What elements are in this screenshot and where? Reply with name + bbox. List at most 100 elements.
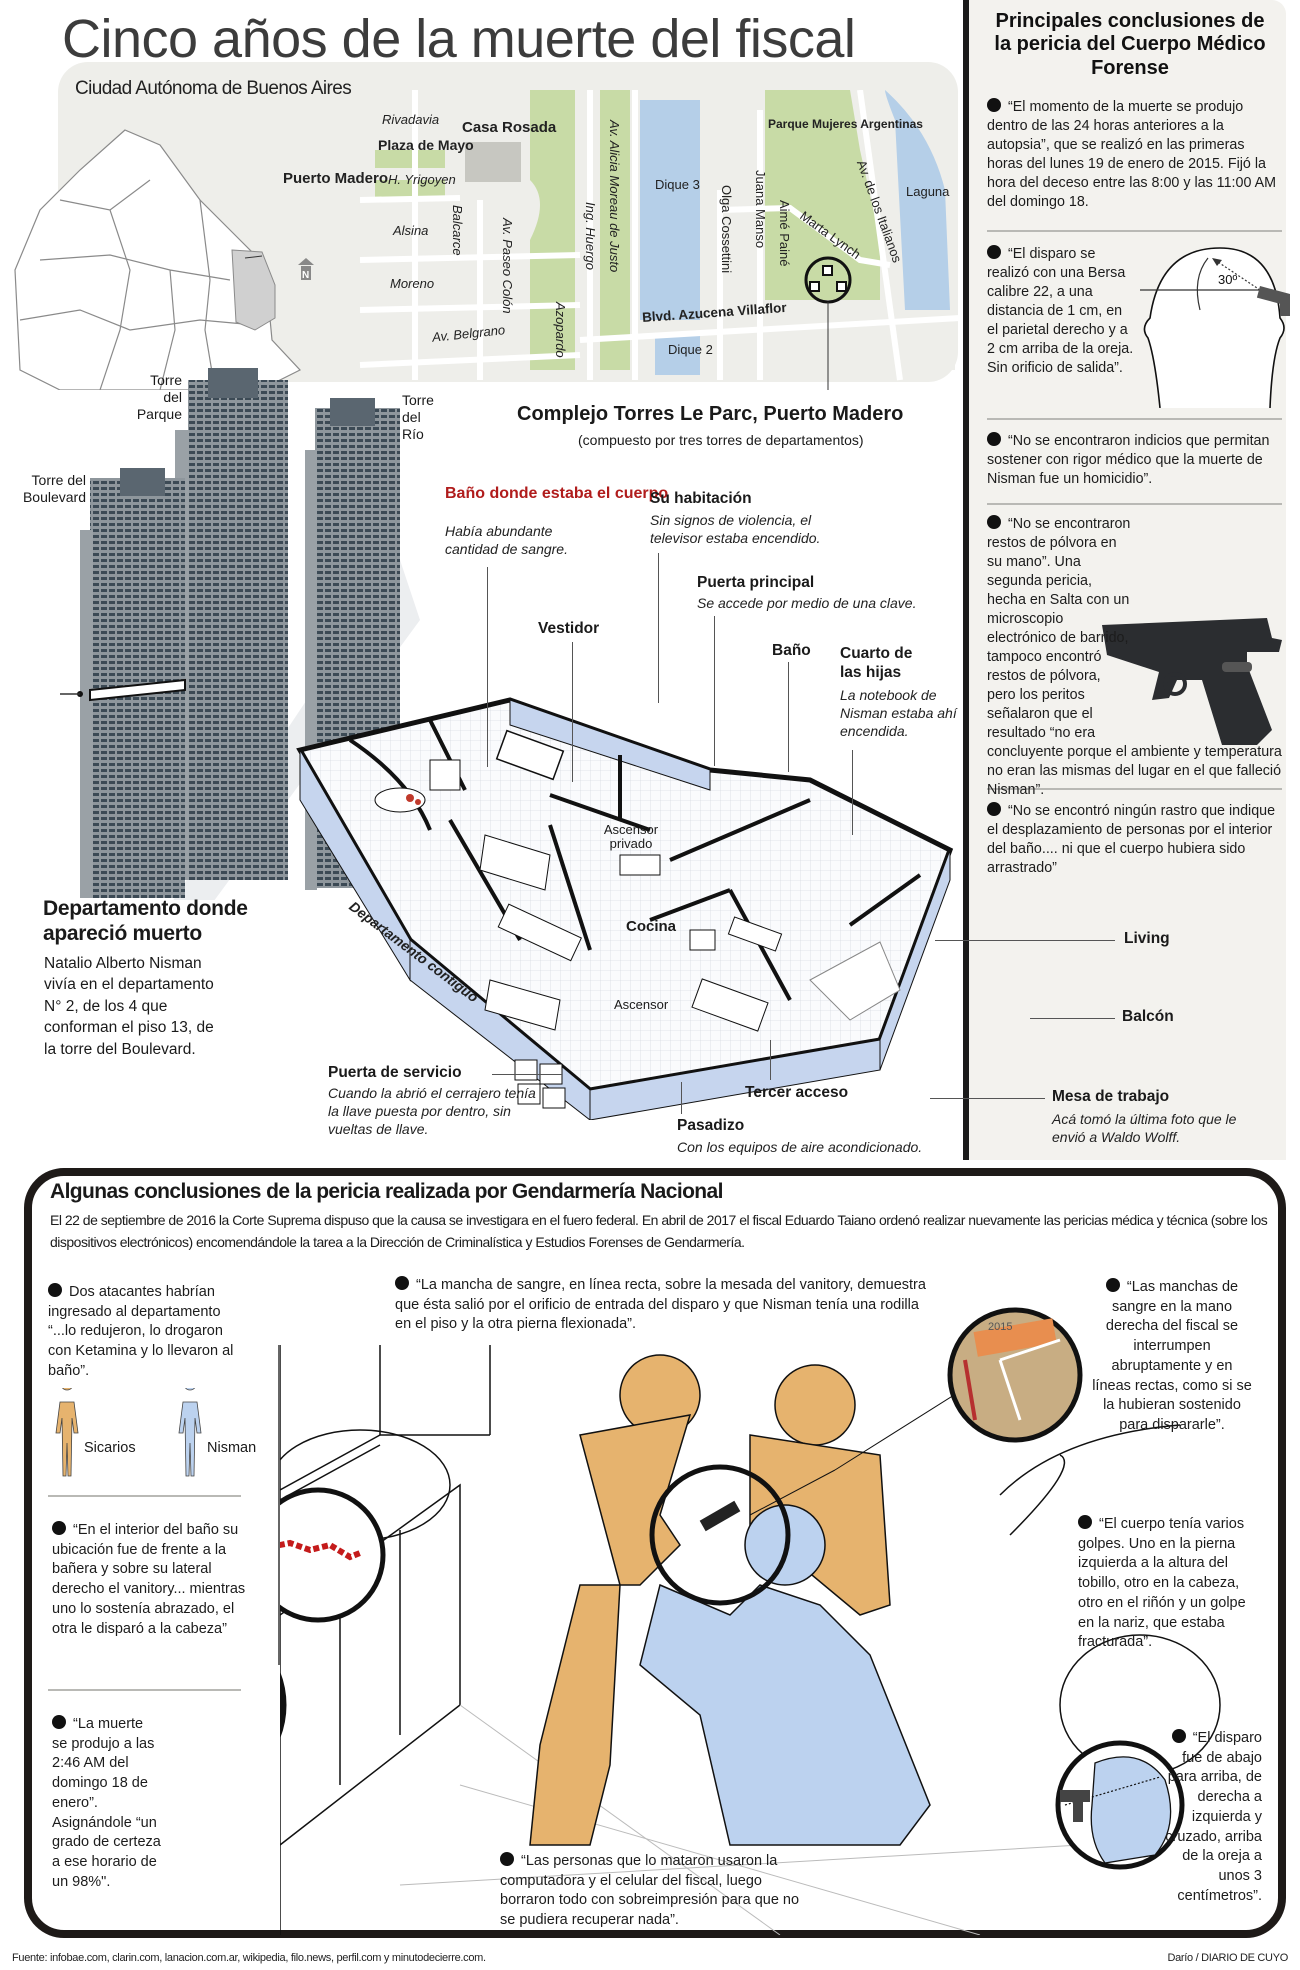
label-bano-cuerpo-title: Baño donde estaba el cuerpo (445, 485, 669, 502)
label-tercer-acceso: Tercer acceso (745, 1084, 849, 1101)
forense-item: “No se encontraron indicios que permitan… (987, 432, 1270, 487)
street-map (355, 90, 960, 390)
label-pasadizo-title: Pasadizo (677, 1117, 745, 1134)
forense-item: “El disparo se realizó con una Bersa cal… (987, 245, 1134, 376)
room-label-ascensor-privado: Ascensor privado (603, 822, 659, 852)
bullet-icon (987, 515, 1001, 529)
map-label-puerto-madero: Puerto Madero (283, 170, 389, 187)
map-label-paseo-colon: Av. Paseo Colón (500, 218, 515, 314)
pistol-icon (1256, 286, 1290, 316)
label-cuarto-hijas-title: Cuarto de las hijas (840, 645, 913, 681)
bullet-icon (1078, 1515, 1092, 1529)
label-cuarto-hijas-desc: La notebook de Nisman estaba ahí encendi… (840, 687, 957, 740)
clock-icon: 121234567891011 (280, 1671, 287, 1739)
map-label-laguna: Laguna (906, 184, 950, 199)
forense-item: “No se encontraron restos de pólvora en … (987, 515, 1282, 798)
leader-line (788, 662, 789, 772)
gendarmeria-item-manchas-mano: “Las manchas de sangre en la mano derech… (1092, 1278, 1252, 1434)
gun-hand-focus-circle (649, 1464, 791, 1606)
map-label-ing-huergo: Ing. Huergo (583, 202, 598, 270)
head-shot-diagram: 30º (1140, 247, 1290, 408)
column-divider (278, 1345, 280, 1665)
gendarmeria-item-hora: “La muerte se produjo a las 2:46 AM del … (52, 1715, 161, 1890)
map-label-aime-paine: Aimé Painé (777, 200, 792, 267)
puerto-madero-area (231, 249, 276, 331)
bullet-icon (500, 1852, 514, 1866)
legend-nisman-label: Nisman (207, 1440, 257, 1456)
label-puerta-servicio-desc: Cuando la abrió el cerrajero tenía la ll… (328, 1085, 536, 1138)
footer-sources: Fuente: infobae.com, clarin.com, lanacio… (12, 1952, 486, 1964)
label-habitacion-desc: Sin signos de violencia, el televisor es… (650, 512, 821, 547)
separator (48, 1689, 241, 1691)
label-puerta-principal-title: Puerta principal (697, 574, 815, 591)
leader-line (658, 553, 659, 703)
tower-label-boulevard: Torre del Boulevard (22, 472, 86, 505)
bullet-icon (1105, 1278, 1120, 1292)
forense-panel (969, 0, 1286, 1160)
photo-year-label: 2015 (988, 1321, 1012, 1333)
bersa-pistol-icon (1102, 618, 1282, 745)
label-living: Living (1124, 930, 1170, 947)
separator (987, 503, 1282, 505)
bullet-icon (987, 245, 1001, 259)
gendarmeria-item-computadora: “Las personas que lo mataron usaron la c… (500, 1852, 800, 1929)
bullet-icon (987, 802, 1001, 816)
leader-line (487, 567, 488, 767)
floor-plan-illustration (296, 697, 954, 1120)
bullet-icon (1171, 1729, 1186, 1743)
label-puerta-principal-desc: Se accede por medio de una clave. (697, 595, 917, 611)
leader-line (930, 1098, 1045, 1099)
sicario-figure-1 (529, 1354, 701, 1846)
map-label-plaza-de-mayo: Plaza de Mayo (378, 137, 474, 153)
label-pasadizo-desc: Con los equipos de aire acondicionado. (677, 1139, 923, 1155)
complex-marker-icon (804, 256, 852, 390)
map-label-rivadavia: Rivadavia (382, 112, 440, 127)
gendarmeria-item-disparo: “El disparo fue de abajo para arriba, de… (1165, 1729, 1262, 1904)
separator (987, 788, 1282, 790)
tower-label-parque: Torre del Parque (136, 372, 182, 422)
complex-subtitle: (compuesto por tres torres de departamen… (578, 432, 864, 448)
leader-line (681, 1082, 682, 1114)
map-label-dique-2: Dique 2 (668, 342, 713, 357)
label-puerta-servicio-title: Puerta de servicio (328, 1064, 462, 1081)
label-habitacion-title: Su habitación (650, 490, 752, 507)
complex-title: Complejo Torres Le Parc, Puerto Madero (517, 403, 904, 425)
bathroom-scene-illustration: 2015 121234567891011 (280, 1307, 1221, 1935)
leader-line (935, 940, 1115, 941)
gendarmeria-item-ubicacion: “En el interior del baño su ubicación fu… (52, 1521, 246, 1637)
gendarmeria-item-mancha: “La mancha de sangre, en línea recta, so… (395, 1276, 926, 1333)
map-graphic: N (14, 90, 960, 390)
north-arrow-icon: N (298, 258, 314, 281)
gendarmeria-item-golpes: “El cuerpo tenía varios golpes. Uno en l… (1078, 1515, 1246, 1651)
apartment-title: Departamento donde apareció muerto (43, 897, 248, 946)
room-label-ascensor: Ascensor (614, 997, 669, 1012)
footer-credit: Darío / DIARIO DE CUYO (1167, 1952, 1288, 1964)
pistol-icon (1060, 1790, 1090, 1822)
separator (987, 418, 1282, 420)
map-label-juana-manso: Juana Manso (753, 170, 768, 249)
tower-boulevard (80, 468, 186, 898)
apartment-description: Natalio Alberto Nisman vivía en el depar… (44, 955, 214, 1058)
sicario-legend-icon (55, 1388, 79, 1477)
map-label-olga-cossettini: Olga Cossettini (719, 185, 734, 274)
legend-sicarios-label: Sicarios (84, 1440, 136, 1456)
gendarmeria-intro: El 22 de septiembre de 2016 la Corte Sup… (50, 1212, 1268, 1250)
leader-line (492, 1074, 562, 1075)
forense-title: Principales conclusiones de la pericia d… (994, 10, 1266, 79)
map-label-parque-mujeres: Parque Mujeres Argentinas (768, 117, 923, 131)
bullet-icon (52, 1521, 66, 1535)
nisman-legend-icon (178, 1388, 202, 1477)
gendarmeria-item-atacantes: Dos atacantes habrían ingresado al depar… (48, 1283, 234, 1379)
separator (48, 1495, 241, 1497)
map-label-alicia-moreau: Av. Alicia Moreau de Justo (607, 120, 622, 273)
map-label-dique-3: Dique 3 (655, 177, 700, 192)
map-label-h-yrigoyen: H. Yrigoyen (388, 172, 456, 187)
bullet-icon (395, 1276, 409, 1290)
map-label-balcarce: Balcarce (450, 205, 465, 256)
floor-13-marker (89, 678, 186, 702)
tower-label-rio: Torre del Río (402, 392, 434, 442)
label-bano: Baño (772, 642, 811, 659)
separator (987, 230, 1282, 232)
tower-parque (175, 368, 288, 880)
hand-photo-zoom: 2015 (947, 1307, 1083, 1443)
